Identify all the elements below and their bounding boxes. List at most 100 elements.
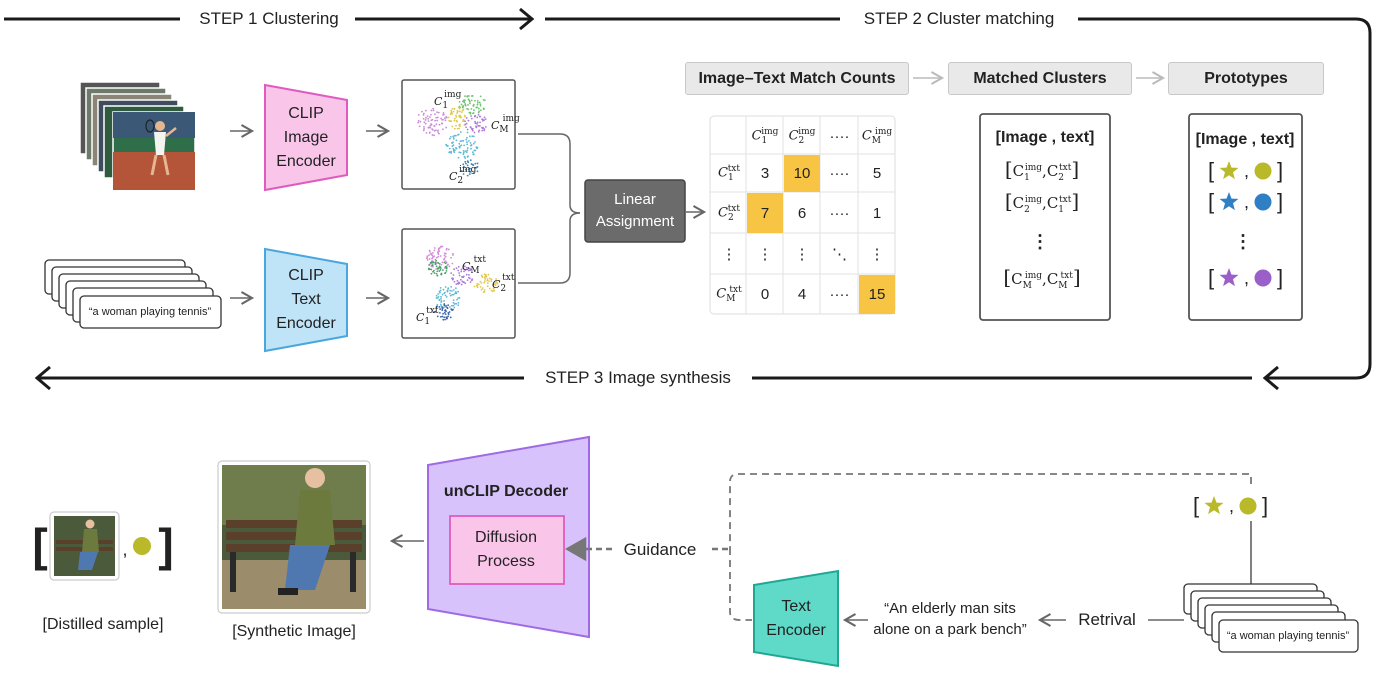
matrix-cell: 4 xyxy=(797,286,807,303)
scatter-point xyxy=(428,258,431,260)
scatter-point xyxy=(464,95,466,98)
bracket-close: ] xyxy=(1277,189,1283,214)
connector-text-clusters xyxy=(518,212,581,284)
scatter-point xyxy=(459,131,462,133)
synthetic-image xyxy=(217,460,371,614)
scatter-point xyxy=(425,116,427,119)
scatter-point xyxy=(434,119,437,122)
scatter-point xyxy=(444,309,446,312)
scatter-point xyxy=(444,265,447,268)
scatter-point xyxy=(483,290,486,293)
scatter-point xyxy=(424,119,427,121)
scatter-point xyxy=(452,144,455,147)
scatter-point xyxy=(432,261,434,264)
scatter-point xyxy=(454,292,457,295)
scatter-point xyxy=(442,312,444,315)
scatter-point xyxy=(438,123,441,126)
scatter-point xyxy=(457,304,460,307)
cluster-label-c1-txt: C1txt xyxy=(416,306,439,327)
scatter-point xyxy=(466,141,468,143)
scatter-point xyxy=(442,113,445,116)
scatter-point xyxy=(449,136,452,138)
scatter-point xyxy=(472,112,475,114)
scatter-point xyxy=(478,110,480,113)
matched-pair-1: [C1img,C2txt] xyxy=(1004,157,1080,183)
cluster-label-c1-img: C1img xyxy=(434,90,462,111)
scatter-point xyxy=(453,280,456,283)
scatter-point xyxy=(445,247,448,250)
scatter-point xyxy=(452,299,455,302)
scatter-point xyxy=(479,95,482,98)
scatter-point xyxy=(426,115,429,117)
scatter-point xyxy=(479,121,481,124)
bracket-open: [ xyxy=(1208,189,1214,214)
scatter-point xyxy=(466,147,469,149)
scatter-point xyxy=(436,274,439,277)
scatter-point xyxy=(441,245,444,248)
scatter-point xyxy=(460,139,463,142)
prototypes-box xyxy=(1188,113,1303,321)
connector-image-clusters xyxy=(518,133,581,214)
scatter-point xyxy=(467,168,470,171)
scatter-point xyxy=(430,272,433,275)
scatter-point xyxy=(484,278,487,280)
scatter-point xyxy=(467,108,470,111)
matrix-cell: 1 xyxy=(872,204,882,222)
scatter-point xyxy=(457,156,460,159)
scatter-point xyxy=(449,316,452,319)
scatter-point xyxy=(427,120,430,123)
scatter-point xyxy=(486,279,489,282)
scatter-point xyxy=(439,289,442,292)
scatter-point xyxy=(495,278,497,280)
scatter-point xyxy=(474,167,476,169)
scatter-point xyxy=(469,126,472,129)
scatter-point xyxy=(467,104,469,106)
header-matched-clusters: Matched Clusters xyxy=(948,62,1132,95)
scatter-point xyxy=(439,291,441,294)
diffusion-process-label: Diffusion Process xyxy=(475,529,537,570)
scatter-point xyxy=(470,95,473,97)
scatter-point xyxy=(427,117,430,120)
scatter-point xyxy=(441,306,444,309)
scatter-point xyxy=(477,113,480,116)
scatter-point xyxy=(458,110,461,113)
scatter-point xyxy=(436,315,439,318)
synthetic-image-caption: [Synthetic Image] xyxy=(232,623,356,640)
scatter-point xyxy=(465,266,468,269)
scatter-point xyxy=(439,269,442,271)
scatter-point xyxy=(450,285,453,288)
scatter-point xyxy=(469,281,472,283)
scatter-point xyxy=(451,309,453,312)
header-prototypes: Prototypes xyxy=(1168,62,1324,95)
scatter-point xyxy=(428,132,431,134)
scatter-point xyxy=(448,137,451,140)
scatter-point xyxy=(451,107,454,110)
scatter-point xyxy=(462,149,465,152)
scatter-point xyxy=(456,112,459,114)
scatter-point xyxy=(430,261,433,263)
scatter-point xyxy=(462,153,465,156)
scatter-point xyxy=(479,109,482,112)
scatter-point xyxy=(454,134,457,137)
distilled-sample-image xyxy=(49,511,120,581)
scatter-point xyxy=(453,127,456,130)
scatter-point xyxy=(479,103,482,106)
scatter-point xyxy=(439,303,442,306)
scatter-point xyxy=(440,263,443,266)
distilled-sample-caption: [Distilled sample] xyxy=(42,616,164,633)
prototype-m-star-icon xyxy=(1219,268,1239,287)
scatter-point xyxy=(433,247,436,249)
matched-pair-2: [C2img,C1txt] xyxy=(1004,189,1080,215)
scatter-point xyxy=(440,295,442,298)
scatter-point xyxy=(475,166,478,169)
scatter-point xyxy=(461,109,464,112)
scatter-point xyxy=(463,270,465,273)
scatter-point xyxy=(464,168,467,171)
scatter-point xyxy=(465,273,468,276)
scatter-point xyxy=(435,123,438,126)
step1-label: STEP 1 Clustering xyxy=(189,9,349,29)
scatter-point xyxy=(455,116,458,118)
step1-arrows xyxy=(230,124,391,305)
scatter-point xyxy=(428,268,430,271)
